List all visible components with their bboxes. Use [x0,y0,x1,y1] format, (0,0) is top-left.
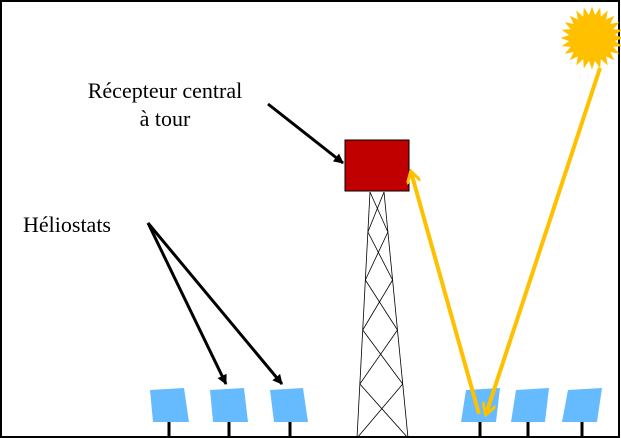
incident-sun-ray [486,67,602,414]
tower-brace [362,329,404,385]
tower-brace [359,383,409,438]
sun-icon [560,6,621,70]
central-receiver-label: Récepteur central à tour [40,77,290,133]
heliostat-mirrors [150,388,602,422]
heliostat-mirror [210,388,248,422]
tower-brace [359,329,398,385]
tower-brace [364,231,389,281]
heliostat-pointer-arrow-1 [146,222,228,385]
tower-brace [356,383,404,438]
tower-brace [367,231,393,281]
receiver-pointer-arrow [267,102,344,165]
tower-brace [369,191,389,233]
tower-brace [362,279,393,331]
heliostat-posts [167,419,584,438]
heliostat-mirror [150,388,189,422]
tower-brace [367,191,385,233]
heliostat-pointer-arrow-2 [146,222,284,385]
heliostat-mirror [511,388,549,422]
lattice-tower [356,191,409,438]
heliostat-mirror [562,388,602,422]
heliostats-label: Héliostats [23,212,111,237]
heliostat-mirror [270,388,308,422]
central-receiver-label-line-2: à tour [139,106,191,131]
reflected-sun-ray [411,172,481,415]
central-receiver [344,139,410,192]
central-receiver-label-line-1: Récepteur central [87,78,243,103]
tower-brace [365,279,398,331]
